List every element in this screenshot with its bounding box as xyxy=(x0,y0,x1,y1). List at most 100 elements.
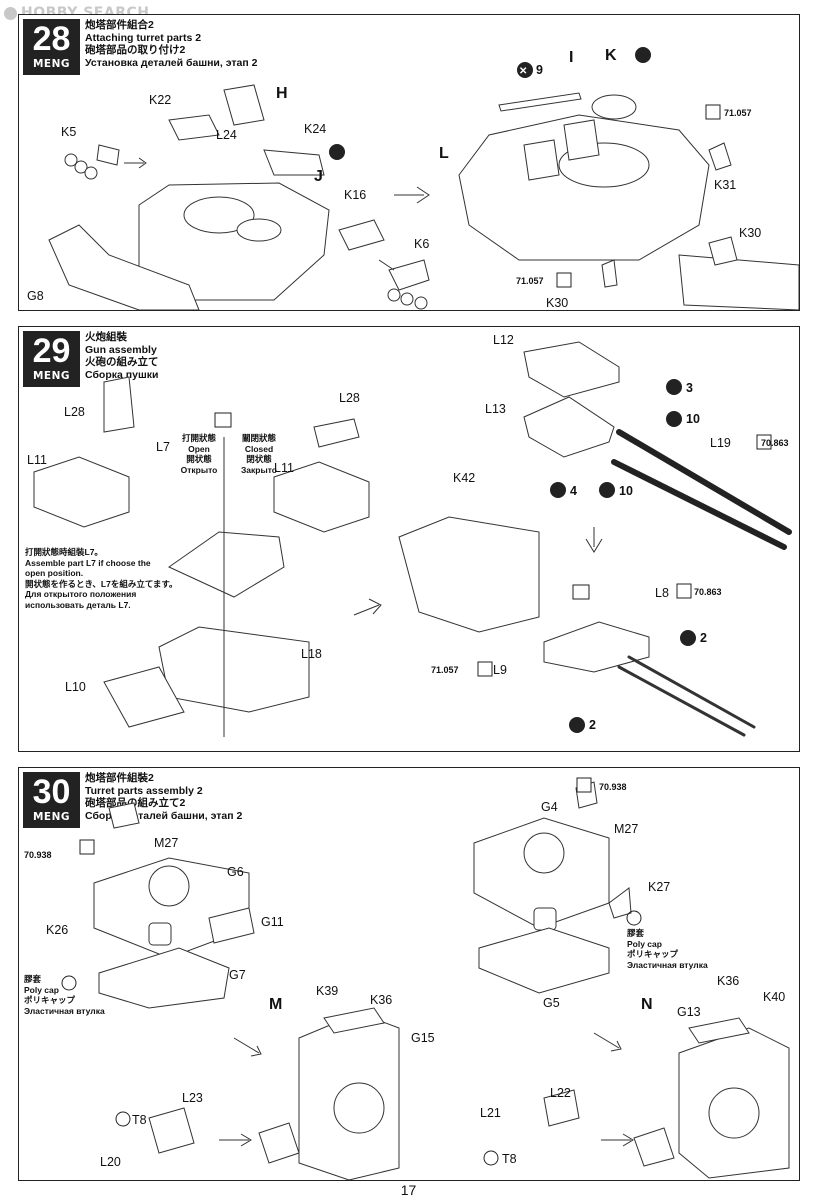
part-l xyxy=(523,139,560,181)
label-k24: K24 xyxy=(304,122,327,136)
title-ja: 砲塔部品の組み立て2 xyxy=(85,797,186,809)
label-l10: L10 xyxy=(65,680,86,694)
cut-off-icon-x9 xyxy=(517,62,533,78)
poly-cap-a xyxy=(148,922,172,946)
part-l28-closed xyxy=(313,418,360,448)
part-k6 xyxy=(388,259,430,291)
label-k16: K16 xyxy=(344,188,367,202)
gun-mantlet xyxy=(543,621,650,673)
glue-icon xyxy=(626,910,642,926)
gun-breech-assembly xyxy=(398,516,540,633)
paint-icon xyxy=(576,777,592,793)
step-badge: 28 MENG xyxy=(23,19,80,75)
label-g11: G11 xyxy=(261,915,284,929)
step-arrow xyxy=(353,604,380,616)
polycap-en: Poly cap xyxy=(627,938,662,949)
label-k27: K27 xyxy=(648,880,671,894)
label-g15: G15 xyxy=(411,1031,435,1045)
label-l18: L18 xyxy=(301,647,322,661)
closed-zh: 關閉狀態 xyxy=(241,433,276,443)
step-29-drawing xyxy=(33,341,792,737)
step-badge: 29 MENG xyxy=(23,331,80,387)
label-x2-a: 2 xyxy=(700,631,707,645)
step-30-panel: 30 MENG 炮塔部件組裝2 Turret parts assembly 2 … xyxy=(18,767,800,1181)
label-l24: L24 xyxy=(216,128,237,142)
watermark-logo-icon xyxy=(4,6,17,20)
label-k: K xyxy=(605,47,617,64)
label-m27-a: M27 xyxy=(154,836,179,850)
label-j: J xyxy=(314,168,323,185)
part-l19-barrel xyxy=(611,459,787,550)
step-number: 28 xyxy=(32,20,71,58)
glue-icon xyxy=(61,975,77,991)
label-x3: 3 xyxy=(686,381,693,395)
glue-icon xyxy=(329,144,345,160)
step-number: 29 xyxy=(32,332,71,370)
open-state-caption: 打開狀態 Open 開状態 Открыто xyxy=(169,433,229,475)
part-k24 xyxy=(263,149,325,176)
label-g5: G5 xyxy=(543,996,560,1010)
paint-icon xyxy=(477,661,493,677)
closed-state-caption: 關閉狀態 Closed 閉状態 Закрыто xyxy=(229,433,289,475)
label-x4: 4 xyxy=(570,484,577,498)
label-paint-70863-a: 70.863 xyxy=(761,438,789,448)
title-en: Turret parts assembly 2 xyxy=(85,784,203,797)
part-l23-assembly xyxy=(148,1107,195,1154)
label-l7: L7 xyxy=(156,440,170,454)
poly-cap-b xyxy=(533,907,557,931)
label-k5: K5 xyxy=(61,125,77,139)
title-zh: 炮塔部件組裝2 xyxy=(85,772,154,784)
label-g4: G4 xyxy=(541,800,558,814)
label-paint-70938-b: 70.938 xyxy=(599,782,627,792)
open-ja: 開状態 xyxy=(186,454,212,464)
title-en: Attaching turret parts 2 xyxy=(85,31,202,44)
label-x-prefix: ✕ xyxy=(519,66,528,77)
title-en: Gun assembly xyxy=(85,343,157,356)
label-k42: K42 xyxy=(453,471,476,485)
part-g13 xyxy=(688,1017,750,1044)
title-ja: 砲塔部品の取り付け2 xyxy=(85,44,186,56)
label-l: L xyxy=(439,145,449,162)
part-g15 xyxy=(323,1007,385,1034)
label-k36-a: K36 xyxy=(370,993,393,1007)
part-l19-barrel xyxy=(616,429,792,535)
part-l11-open xyxy=(33,456,130,528)
part-g8-plate xyxy=(48,224,200,310)
label-k30-b: K30 xyxy=(546,296,569,310)
note-en-2: open position. xyxy=(25,568,84,578)
polycap-zh: 膠套 xyxy=(627,928,645,938)
part-l28-open xyxy=(103,376,135,433)
part-g5 xyxy=(478,927,610,994)
polycap-ru: Эластичная втулка xyxy=(627,959,708,970)
label-l11-b: L11 xyxy=(274,461,294,475)
polycap-en: Poly cap xyxy=(24,984,59,995)
polycap-ru: Эластичная втулка xyxy=(24,1005,105,1016)
label-x2-b: 2 xyxy=(589,718,596,732)
label-g6: G6 xyxy=(227,865,244,879)
page-number: 17 xyxy=(400,1182,417,1198)
label-k26: K26 xyxy=(46,923,69,937)
part-l11-closed xyxy=(273,461,370,533)
label-l9: L9 xyxy=(493,663,507,677)
label-l13: L13 xyxy=(485,402,506,416)
label-paint-70938-a: 70.938 xyxy=(24,850,52,860)
part-l22-assembly xyxy=(543,1089,580,1127)
part-x9-rod xyxy=(498,92,582,112)
label-paint-70863-b: 70.863 xyxy=(694,587,722,597)
part-g7 xyxy=(98,947,230,1009)
label-k22: K22 xyxy=(149,93,172,107)
paint-icon xyxy=(556,272,572,288)
label-x10-b: 10 xyxy=(619,484,633,498)
open-closed-icon xyxy=(572,584,590,600)
title-zh: 火炮組裝 xyxy=(85,331,127,343)
polycap-ja: ポリキャップ xyxy=(24,995,76,1005)
label-l28-a: L28 xyxy=(64,405,85,419)
part-m27-a xyxy=(108,802,140,829)
poly-cap-caption-a: 膠套 Poly cap ポリキャップ Эластичная втулка xyxy=(24,974,105,1016)
label-k31: K31 xyxy=(714,178,737,192)
label-i: I xyxy=(569,49,574,66)
note-en-1: Assemble part L7 if choose the xyxy=(25,557,151,568)
part-l13 xyxy=(523,396,615,458)
paint-icon xyxy=(756,434,772,450)
part-l18 xyxy=(158,626,310,713)
